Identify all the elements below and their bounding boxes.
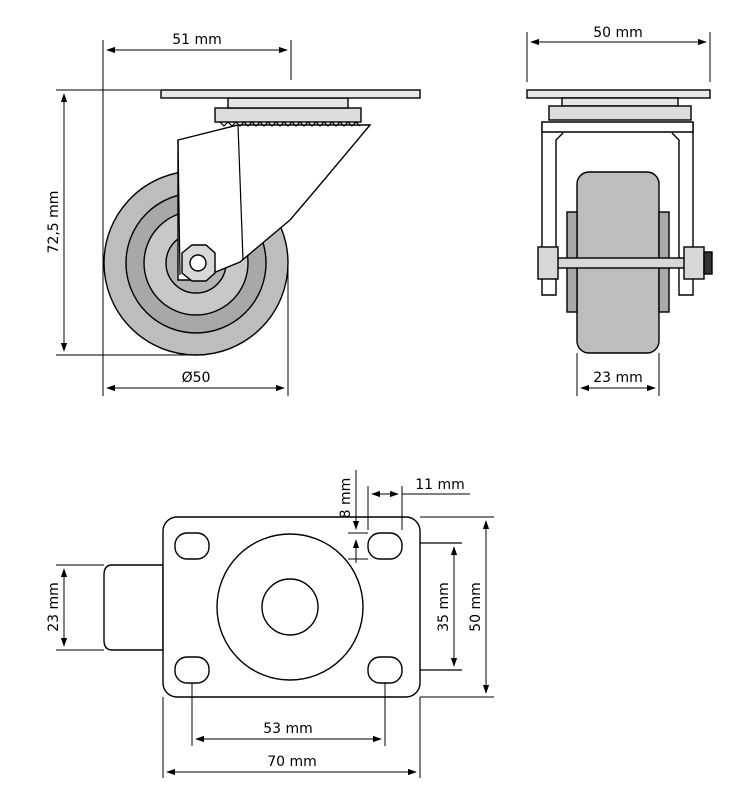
top-bracket-edge bbox=[420, 542, 462, 671]
swivel-fork-arm bbox=[177, 124, 372, 281]
mounting-slot-bl bbox=[174, 656, 210, 684]
fork-edge-line-2 bbox=[177, 139, 181, 276]
wheel-width-front-label: 23 mm bbox=[593, 370, 643, 386]
plate-width-top-label: 70 mm bbox=[267, 754, 317, 770]
mounting-slot-br bbox=[367, 656, 403, 684]
hole-spacing-v-label: 35 mm bbox=[436, 582, 452, 632]
mounting-slot-tr bbox=[367, 532, 403, 560]
plate-width-front-label: 50 mm bbox=[593, 25, 643, 41]
axle-bolt bbox=[189, 254, 207, 272]
front-bearing bbox=[548, 105, 692, 121]
plate-height-label: 50 mm bbox=[468, 582, 484, 632]
hole-width-label: 11 mm bbox=[415, 477, 465, 493]
side-view: 51 mm 72,5 mm Ø50 bbox=[46, 32, 421, 396]
swivel-collar bbox=[227, 97, 349, 109]
top-wheel bbox=[103, 564, 164, 651]
mounting-plate-side bbox=[160, 89, 421, 99]
front-nut-right bbox=[683, 246, 705, 280]
height-label: 72,5 mm bbox=[46, 191, 62, 254]
mounting-plate-front bbox=[526, 89, 711, 99]
swivel-center-top bbox=[261, 578, 319, 636]
fork-edge-line bbox=[237, 124, 244, 261]
bearing-ridges bbox=[219, 121, 361, 127]
hole-spacing-h-label: 53 mm bbox=[263, 721, 313, 737]
top-view: 8 mm 11 mm 23 mm 35 mm 50 mm 53 mm 70 mm bbox=[46, 470, 494, 778]
mounting-slot-tl bbox=[174, 532, 210, 560]
wheel-width-top-label: 23 mm bbox=[46, 582, 62, 632]
front-collar bbox=[561, 97, 679, 107]
front-nut-left bbox=[537, 246, 559, 280]
wheel-diameter-label: Ø50 bbox=[182, 370, 211, 386]
front-view: 50 mm 23 mm bbox=[526, 25, 713, 396]
front-fork-top bbox=[541, 121, 694, 133]
swivel-bearing bbox=[214, 107, 362, 123]
plate-offset-label: 51 mm bbox=[172, 32, 222, 48]
hole-height-label: 8 mm bbox=[338, 478, 354, 519]
front-bolt-head bbox=[703, 251, 713, 275]
